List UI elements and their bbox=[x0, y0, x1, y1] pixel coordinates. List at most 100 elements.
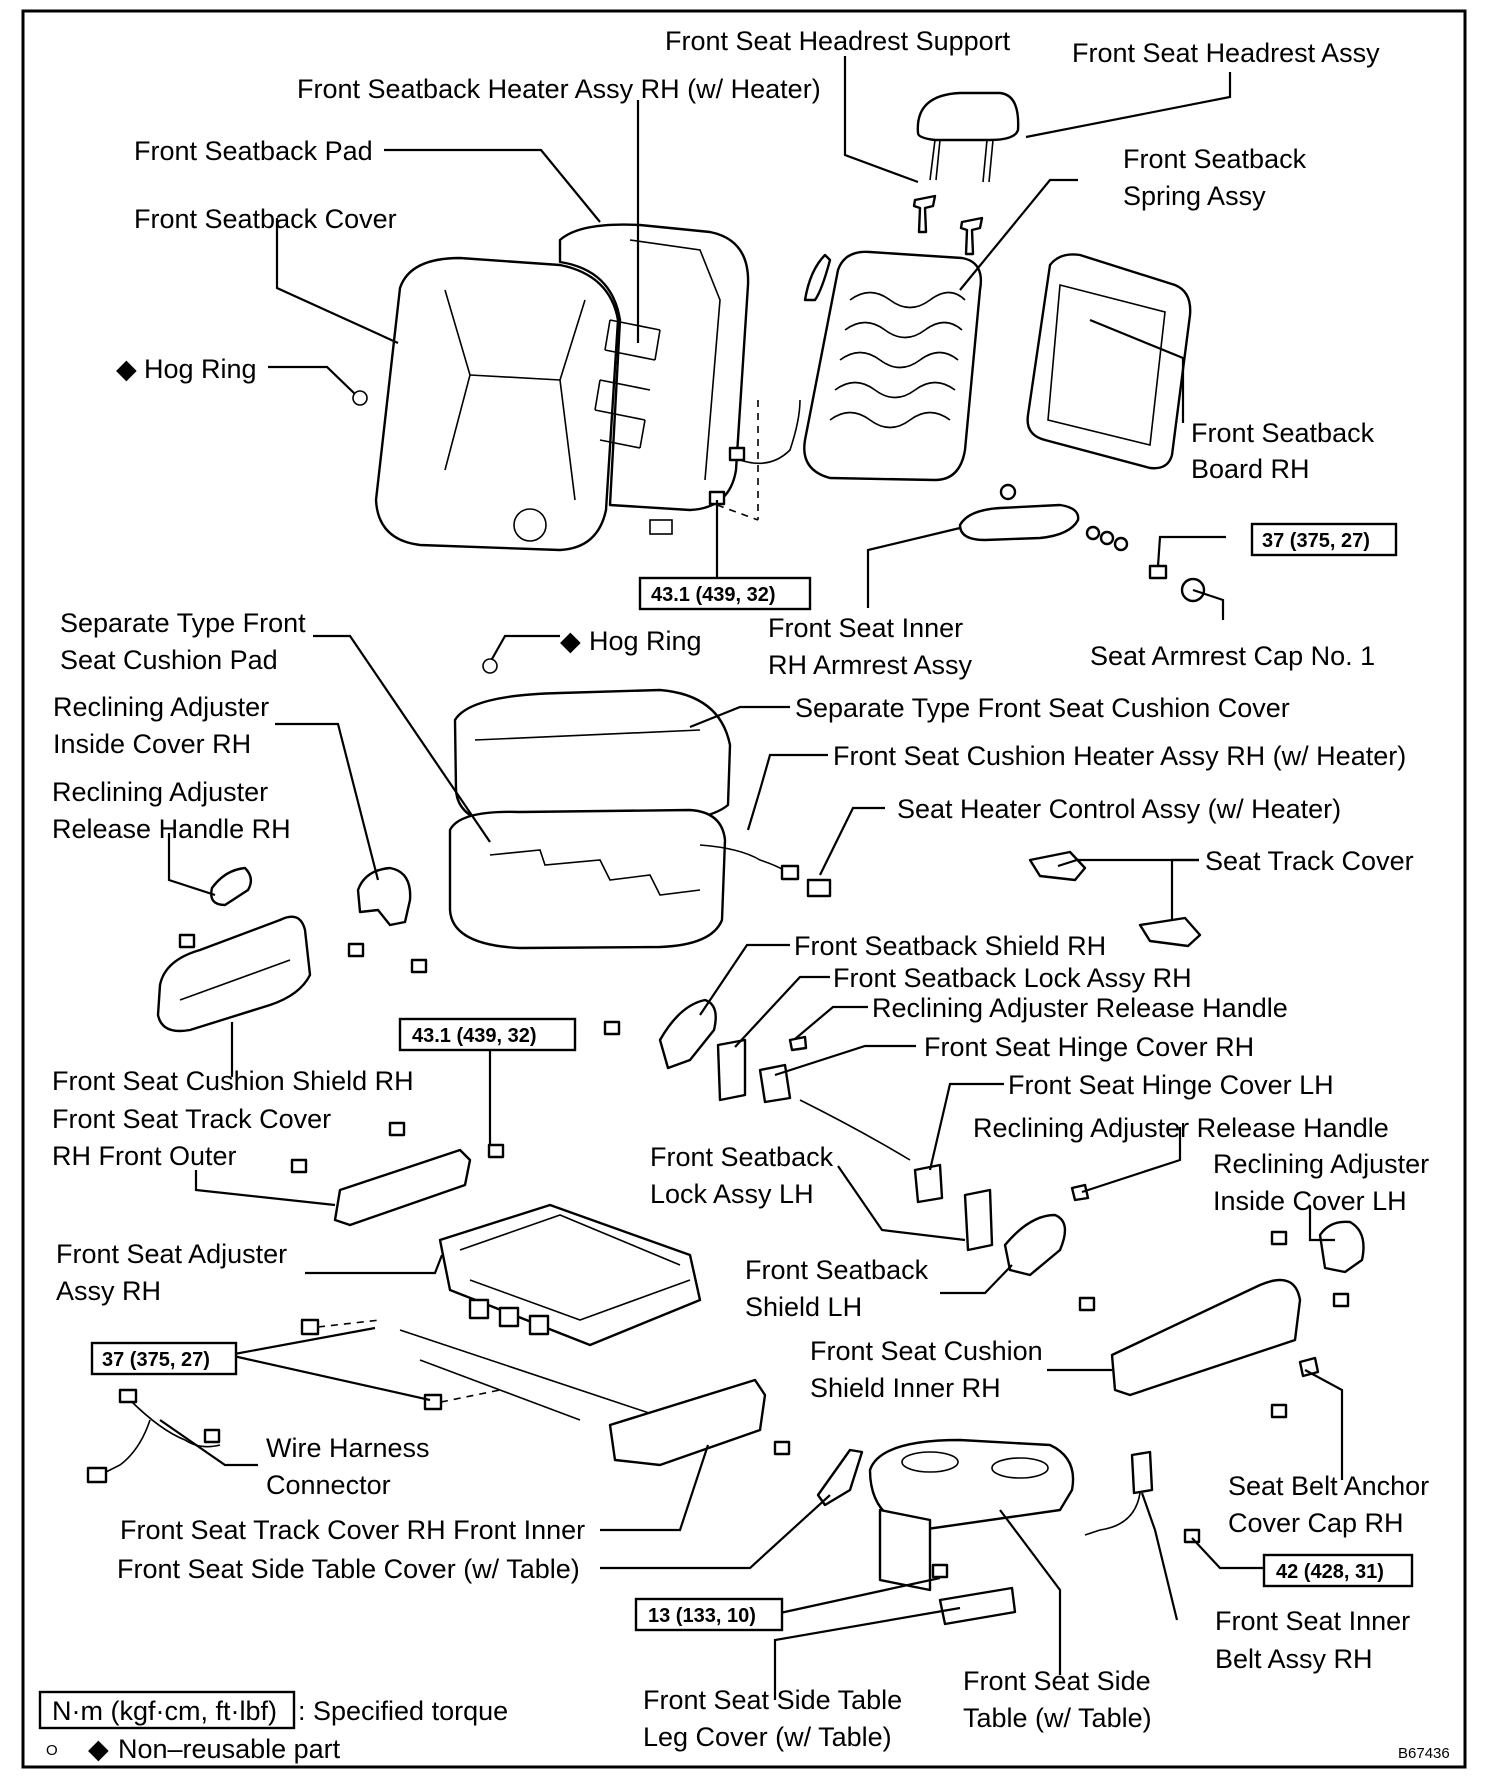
inside-cover-lh-drawing bbox=[1318, 1220, 1365, 1274]
hog-ring-drawing-2 bbox=[482, 658, 498, 674]
adjuster-bolt-drawing-2 bbox=[423, 1393, 443, 1411]
seatback-pad-drawing bbox=[558, 223, 750, 535]
torque-value: 42 (428, 31) bbox=[1276, 1561, 1384, 1583]
cushion-pad-drawing bbox=[448, 808, 727, 950]
label-hinge-cover-rh: Front Seat Hinge Cover RH bbox=[924, 1032, 1254, 1062]
label-shield-inner-2: Shield Inner RH bbox=[810, 1373, 1001, 1403]
headrest-support-drawing-2 bbox=[959, 216, 984, 256]
seat-track-cover-drawing bbox=[1028, 850, 1087, 882]
legend-circle-symbol: O bbox=[46, 1742, 58, 1759]
torque-value: 43.1 (439, 32) bbox=[651, 584, 776, 606]
belt-anchor-cap-drawing bbox=[1298, 1356, 1320, 1378]
label-track-cover-front-outer-1: Front Seat Track Cover bbox=[52, 1104, 331, 1134]
inside-cover-rh-drawing bbox=[356, 866, 412, 927]
heater-control-drawing bbox=[806, 878, 832, 898]
release-rod-drawing bbox=[799, 1099, 911, 1161]
label-cushion-heater: Front Seat Cushion Heater Assy RH (w/ He… bbox=[833, 741, 1406, 771]
cushion-shield-inner-drawing bbox=[1110, 1278, 1302, 1397]
legend-diamond-icon: ◆ bbox=[88, 1734, 109, 1764]
bolt-drawing bbox=[178, 933, 196, 949]
bolt-drawing-3 bbox=[410, 958, 428, 974]
label-belt-anchor-cap-1: Seat Belt Anchor bbox=[1228, 1471, 1429, 1501]
label-spring-assy-1: Front Seatback bbox=[1123, 144, 1307, 174]
armrest-bolt-drawing bbox=[1148, 564, 1168, 580]
torque-value: 37 (375, 27) bbox=[102, 1349, 210, 1371]
label-spring-assy-2: Spring Assy bbox=[1123, 181, 1266, 211]
seatback-connector-drawing bbox=[728, 446, 746, 462]
side-table-cover-drawing bbox=[816, 1448, 864, 1507]
label-lock-assy-rh: Front Seatback Lock Assy RH bbox=[833, 963, 1192, 993]
bolt-drawing-5 bbox=[290, 1158, 308, 1174]
label-heater-control: Seat Heater Control Assy (w/ Heater) bbox=[897, 794, 1341, 824]
washer-drawing-3 bbox=[1099, 530, 1115, 546]
label-release-handle-1: Reclining Adjuster Release Handle bbox=[872, 993, 1288, 1023]
label-headrest-support: Front Seat Headrest Support bbox=[665, 26, 1011, 56]
bolt-drawing-10 bbox=[1332, 1292, 1350, 1308]
legend-unit-box bbox=[38, 1690, 296, 1730]
label-leg-cover-1: Front Seat Side Table bbox=[643, 1685, 902, 1715]
cushion-heater-connector-drawing bbox=[780, 864, 800, 881]
label-hog-ring-diamond: ◆ bbox=[116, 354, 137, 384]
bolt-drawing-12 bbox=[773, 1440, 791, 1456]
legend-unit-text: : Specified torque bbox=[298, 1696, 508, 1726]
bolt-drawing-6 bbox=[487, 1143, 505, 1159]
label-adjuster-assy-1: Front Seat Adjuster bbox=[56, 1239, 287, 1269]
torque-box: 13 (133, 10) bbox=[634, 1597, 784, 1632]
washer-drawing-2 bbox=[1085, 525, 1101, 541]
torque-box: 42 (428, 31) bbox=[1262, 1553, 1414, 1588]
label-inner-armrest-1: Front Seat Inner bbox=[768, 613, 963, 643]
leader-lines bbox=[159, 56, 1344, 1700]
hinge-cover-lh-drawing bbox=[913, 1163, 944, 1204]
label-seatback-heater: Front Seatback Heater Assy RH (w/ Heater… bbox=[297, 74, 821, 104]
label-hog-ring-2: Hog Ring bbox=[589, 626, 702, 656]
seat-adjuster-drawing bbox=[399, 1203, 702, 1431]
label-cushion-cover: Separate Type Front Seat Cushion Cover bbox=[795, 693, 1290, 723]
label-inside-cover-lh-1: Reclining Adjuster bbox=[1213, 1149, 1429, 1179]
inner-armrest-drawing bbox=[958, 503, 1080, 542]
adjuster-bolt-drawing bbox=[300, 1318, 320, 1336]
label-shield-lh-1: Front Seatback bbox=[745, 1255, 929, 1285]
label-hog-ring-2-diamond: ◆ bbox=[560, 626, 581, 656]
legend: N·m (kgf·cm, ft·lbf) : Specified torque … bbox=[38, 1690, 1450, 1764]
label-shield-lh-2: Shield LH bbox=[745, 1292, 862, 1322]
cushion-cover-drawing bbox=[453, 688, 732, 830]
label-cushion-pad-1: Separate Type Front bbox=[60, 608, 306, 638]
seatback-cover-drawing bbox=[374, 256, 620, 552]
washer-drawing bbox=[999, 483, 1017, 501]
track-cover-front-outer-drawing bbox=[333, 1148, 472, 1227]
label-cushion-shield-rh: Front Seat Cushion Shield RH bbox=[52, 1066, 414, 1096]
headrest-drawing bbox=[916, 91, 1020, 183]
torque-boxes: 43.1 (439, 32) 37 (375, 27) 43.1 (439, 3… bbox=[90, 522, 1414, 1632]
seatback-frame-drawing bbox=[803, 250, 983, 482]
side-table-drawing bbox=[868, 1438, 1075, 1592]
label-track-cover-front-outer-2: RH Front Outer bbox=[52, 1141, 237, 1171]
torque-box: 37 (375, 27) bbox=[1250, 522, 1398, 557]
label-board-rh-2: Board RH bbox=[1191, 454, 1310, 484]
label-cushion-pad-2: Seat Cushion Pad bbox=[60, 645, 278, 675]
label-release-handle-rh-2: Release Handle RH bbox=[52, 814, 291, 844]
release-handle-right-drawing bbox=[1070, 1183, 1090, 1202]
track-cover-front-inner-drawing bbox=[608, 1378, 767, 1467]
shield-lh-drawing bbox=[1003, 1213, 1067, 1277]
bolt-drawing-4 bbox=[388, 1121, 406, 1137]
wire-harness-drawing bbox=[86, 1388, 221, 1484]
label-wire-harness-2: Connector bbox=[266, 1470, 391, 1500]
legend-nonreuse-text: Non–reusable part bbox=[118, 1734, 341, 1764]
label-leg-cover-2: Leg Cover (w/ Table) bbox=[643, 1722, 892, 1752]
label-belt-anchor-cap-2: Cover Cap RH bbox=[1228, 1508, 1404, 1538]
lock-assy-lh-drawing bbox=[963, 1188, 994, 1252]
label-lock-assy-lh-2: Lock Assy LH bbox=[650, 1179, 814, 1209]
headrest-support-drawing bbox=[912, 194, 937, 234]
belt-bolt-drawing bbox=[1183, 1528, 1201, 1544]
label-seatback-pad: Front Seatback Pad bbox=[134, 136, 373, 166]
seatback-wire-drawing bbox=[739, 399, 801, 465]
bolt-drawing-7 bbox=[603, 1020, 621, 1036]
label-lock-assy-lh-1: Front Seatback bbox=[650, 1142, 834, 1172]
diagram-frame bbox=[21, 9, 1467, 1769]
label-inside-cover-rh-1: Reclining Adjuster bbox=[53, 692, 269, 722]
label-track-cover-front-inner: Front Seat Track Cover RH Front Inner bbox=[120, 1515, 585, 1545]
label-seatback-cover: Front Seatback Cover bbox=[134, 204, 397, 234]
label-inner-belt-1: Front Seat Inner bbox=[1215, 1606, 1410, 1636]
label-side-table-1: Front Seat Side bbox=[963, 1666, 1151, 1696]
torque-box: 43.1 (439, 32) bbox=[638, 576, 812, 611]
